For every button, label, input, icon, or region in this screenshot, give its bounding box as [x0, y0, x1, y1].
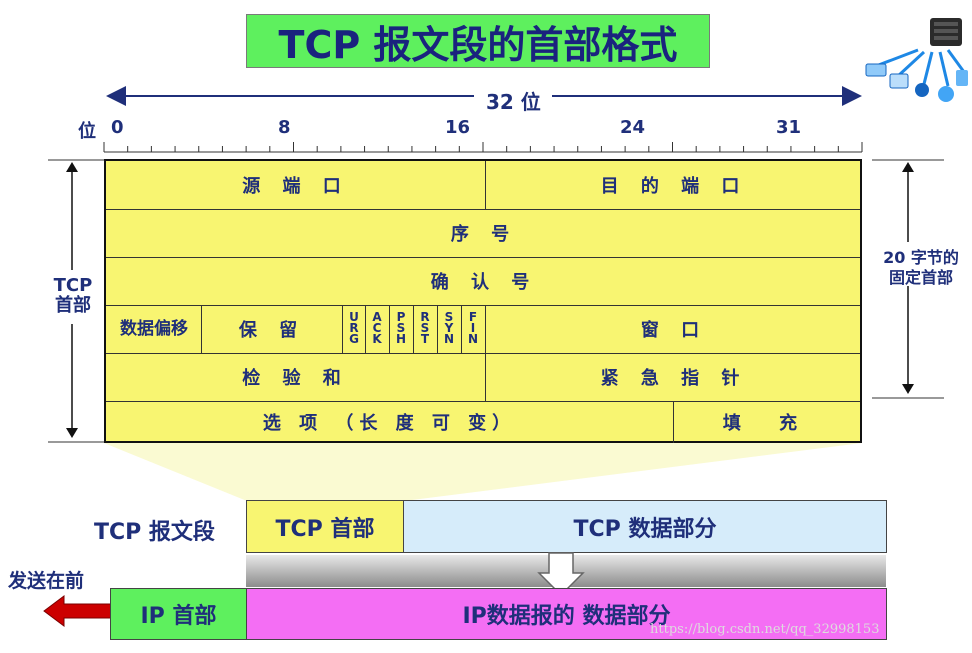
tcp-header-label: TCP 首部	[52, 276, 94, 316]
field-checksum: 检 验 和	[106, 353, 485, 401]
tick-label-31: 31	[776, 117, 801, 138]
left-arrow-icon	[42, 592, 114, 630]
tcp-header-table: 源 端 口 目 的 端 口 序 号 确 认 号 数据偏移 保 留 窗 口 检 验…	[104, 159, 862, 443]
tcp-header-label-line2: 首部	[52, 296, 94, 316]
ruler-ticks	[104, 142, 862, 152]
tick-label-24: 24	[620, 117, 645, 138]
field-sequence-number: 序 号	[106, 209, 862, 257]
field-data-offset: 数据偏移	[120, 305, 188, 353]
bit-prefix: 位	[78, 117, 96, 143]
tick-label-16: 16	[445, 117, 470, 138]
bit-ruler	[100, 86, 870, 158]
tcp-segment-header: TCP 首部	[246, 500, 404, 553]
ip-header: IP 首部	[110, 588, 247, 640]
fixed-header-label-line1: 20 字节的	[872, 248, 970, 268]
watermark: https://blog.csdn.net/qq_32998153	[650, 622, 879, 637]
network-icon	[858, 14, 970, 106]
field-padding: 填 充	[674, 401, 862, 443]
tcp-segment-label: TCP 报文段	[94, 514, 215, 546]
field-reserved: 保 留	[202, 305, 342, 353]
tick-label-0: 0	[111, 117, 124, 138]
tcp-header-label-line1: TCP	[52, 276, 94, 296]
field-window: 窗 口	[486, 305, 862, 353]
send-first-label: 发送在前	[8, 566, 84, 593]
field-options: 选 项 （长 度 可 变）	[106, 401, 673, 443]
field-urgent-pointer: 紧 急 指 针	[486, 353, 862, 401]
width-label: 32 位	[486, 86, 541, 115]
field-ack-number: 确 认 号	[106, 257, 862, 305]
field-source-port: 源 端 口	[106, 161, 485, 209]
zoom-shadow	[104, 443, 884, 503]
tick-label-8: 8	[278, 117, 291, 138]
tcp-segment-data: TCP 数据部分	[403, 500, 887, 553]
diagram-title: TCP 报文段的首部格式	[246, 14, 710, 68]
fixed-header-label-line2: 固定首部	[872, 268, 970, 288]
fixed-header-label: 20 字节的 固定首部	[872, 248, 970, 288]
field-dest-port: 目 的 端 口	[486, 161, 862, 209]
